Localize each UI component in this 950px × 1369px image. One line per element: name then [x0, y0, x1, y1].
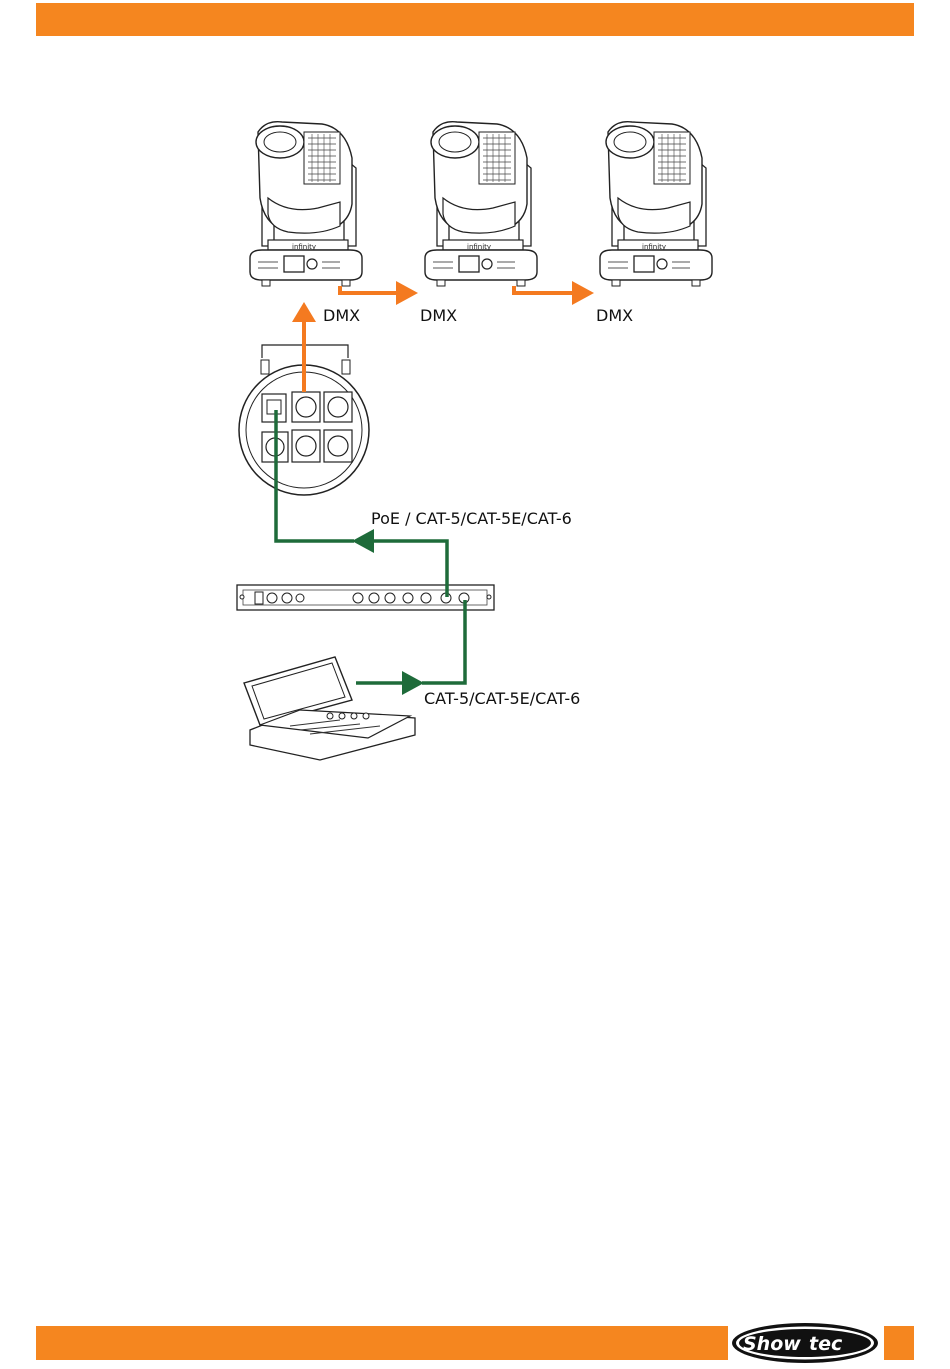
dmx-arrowhead-up	[292, 302, 316, 322]
cat-arrowhead	[402, 671, 424, 695]
moving-head-fixture-3	[600, 122, 712, 286]
showtec-logo: Show tec	[729, 1320, 881, 1366]
cat-cable-label: CAT-5/CAT-5E/CAT-6	[424, 689, 580, 708]
svg-text:tec: tec	[809, 1333, 843, 1355]
dmx-arrowhead-2	[572, 281, 594, 305]
rack-node-unit	[237, 585, 494, 610]
dmx-label-2: DMX	[420, 306, 457, 325]
poe-cable-label: PoE / CAT-5/CAT-5E/CAT-6	[371, 509, 572, 528]
poe-arrowhead	[352, 529, 374, 553]
dmx-line-2-3	[514, 286, 575, 293]
dmx-connections	[304, 286, 575, 392]
dmx-label-3: DMX	[596, 306, 633, 325]
svg-text:Show: Show	[743, 1333, 801, 1355]
dmx-line-1-2	[340, 286, 398, 293]
cat-line-a	[422, 600, 465, 683]
lighting-console	[244, 657, 415, 760]
dmx-arrowhead-1	[396, 281, 418, 305]
moving-head-fixture-1	[250, 122, 362, 286]
dmx-label-1: DMX	[323, 306, 360, 325]
moving-head-fixture-2	[425, 122, 537, 286]
